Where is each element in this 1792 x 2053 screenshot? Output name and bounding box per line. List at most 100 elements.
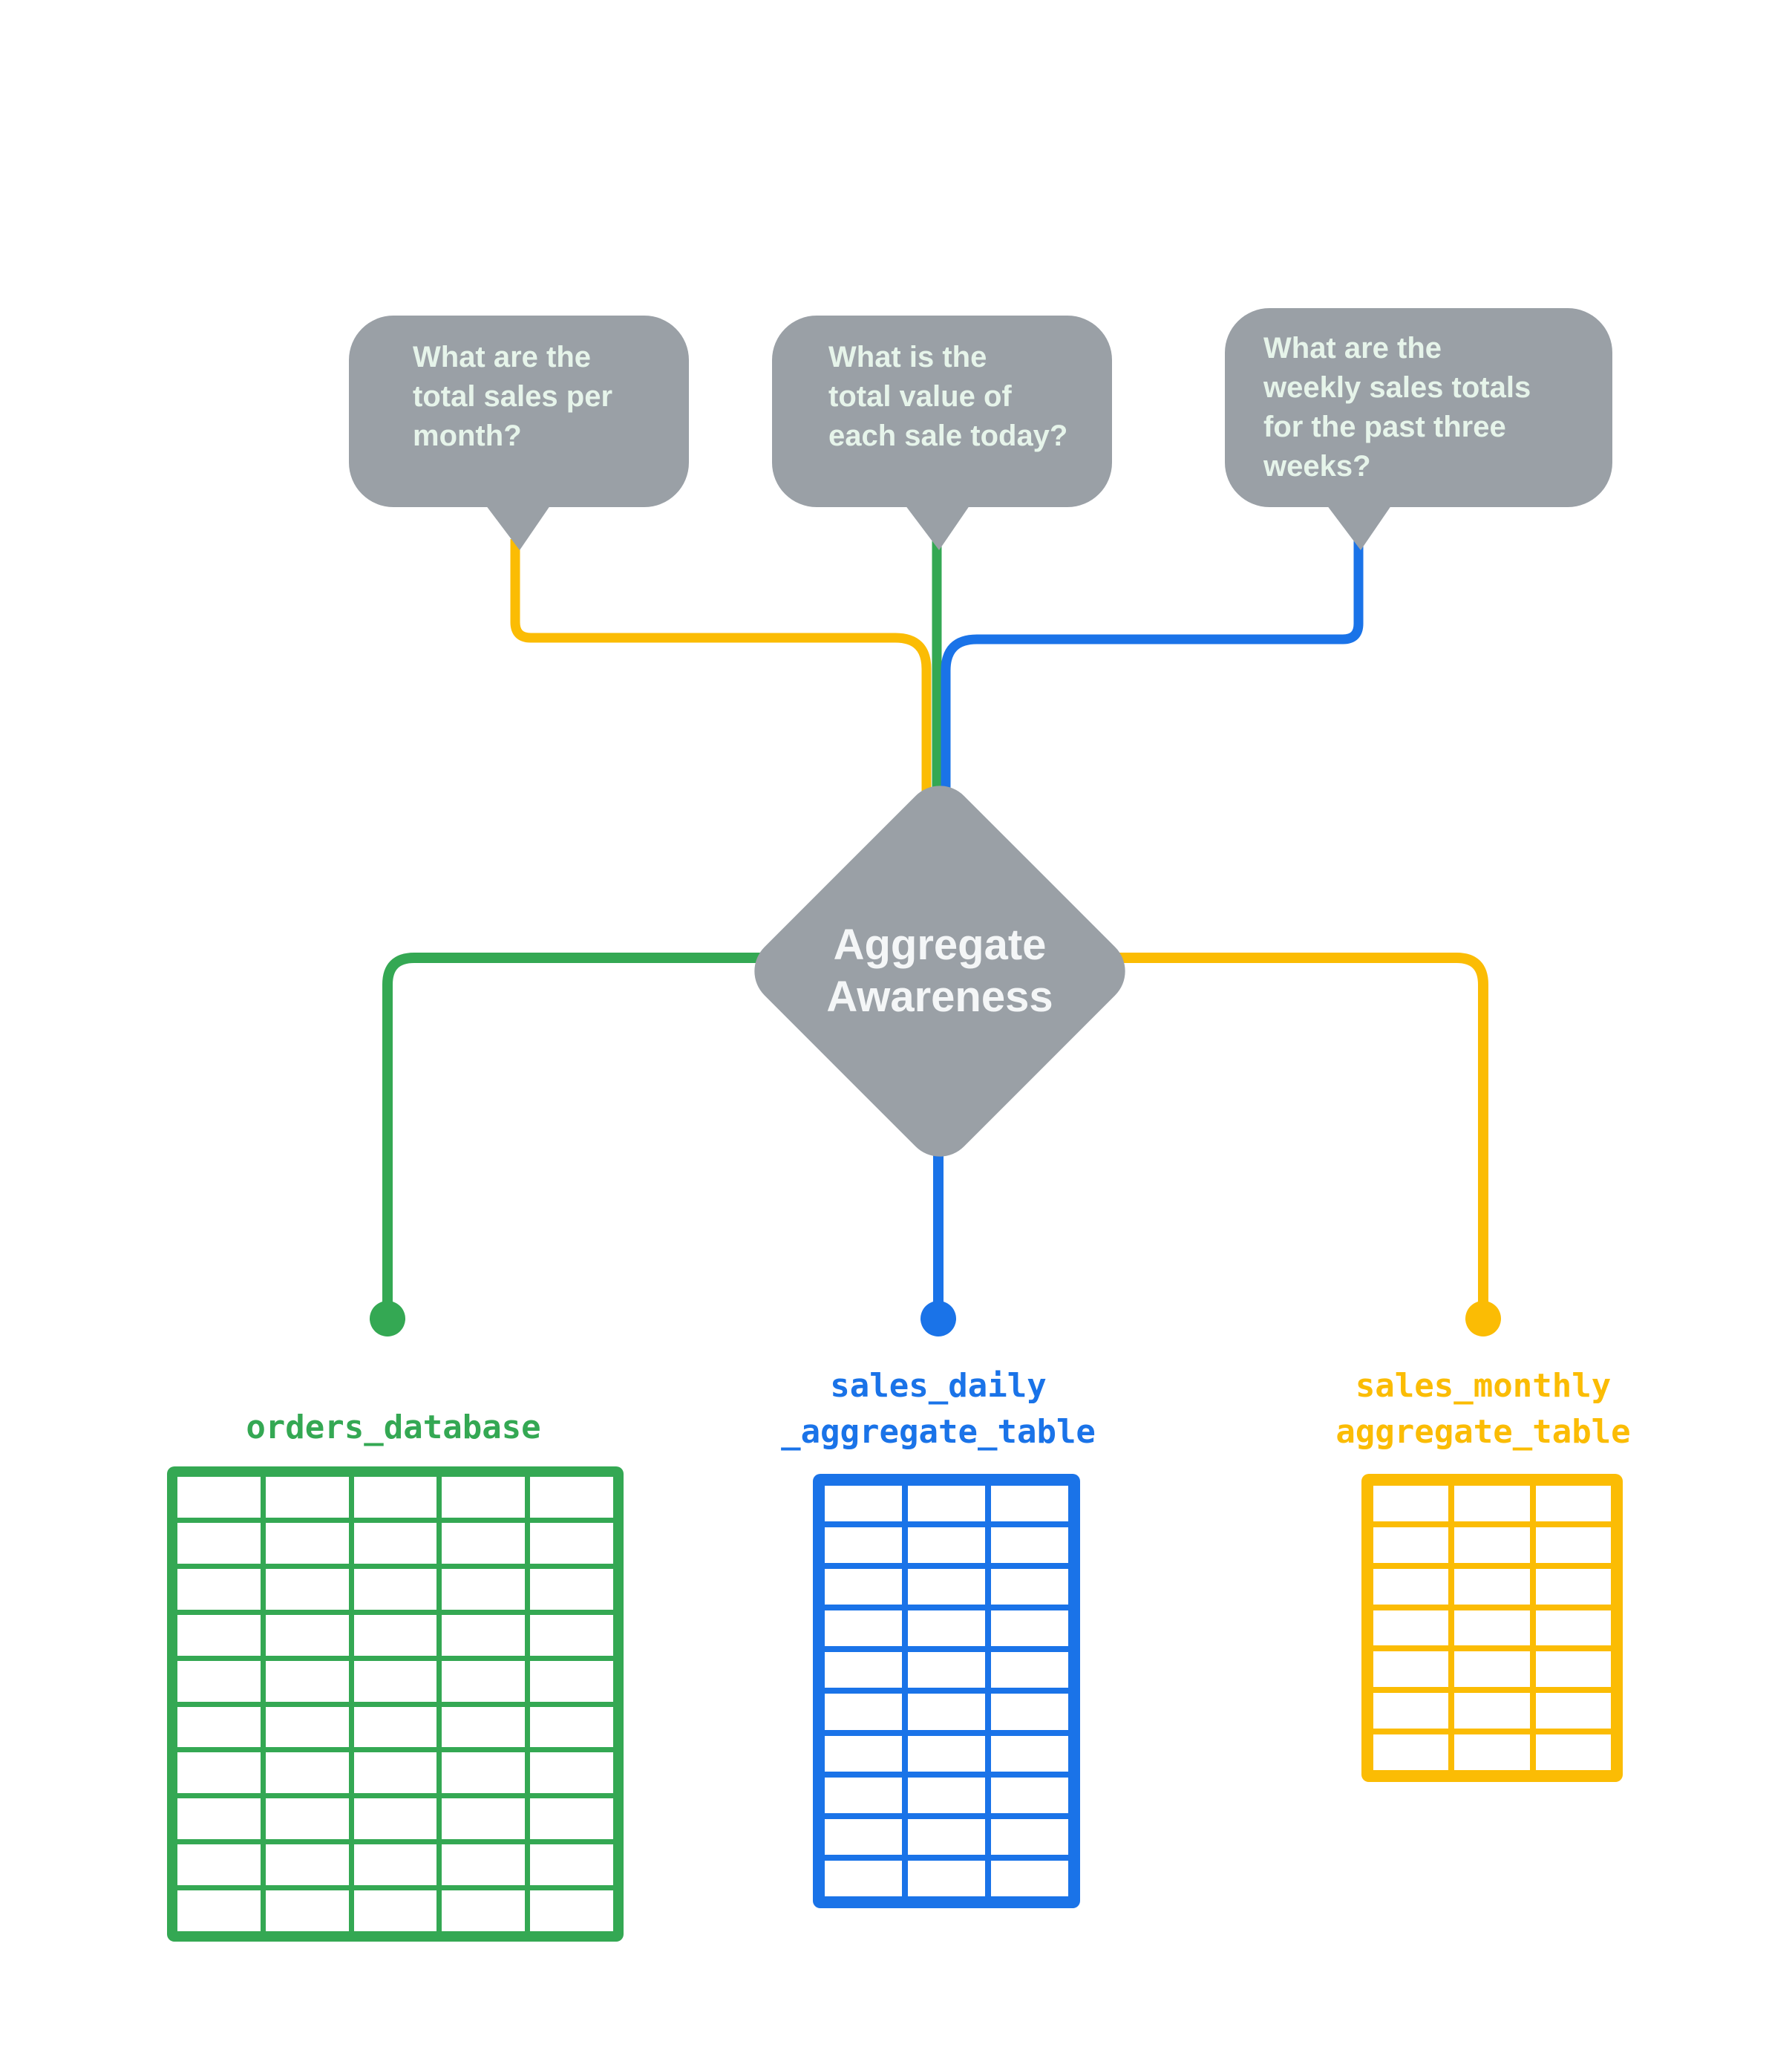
question-bubble-weekly-sales-totals: What are the weekly sales totals for the… <box>1225 308 1612 507</box>
question-bubble-total-sales-per-month: What are the total sales per month? <box>349 316 689 507</box>
table-cell <box>353 1844 437 1886</box>
table-cell <box>825 1818 902 1855</box>
table-cell <box>1535 1651 1611 1688</box>
table-cell <box>442 1477 526 1518</box>
aggregate-awareness-label: Aggregate Awareness <box>826 921 1053 1021</box>
table-cell <box>442 1706 526 1748</box>
connector-diamond-to-sales-monthly <box>1085 953 1488 1304</box>
table-cell <box>1454 1693 1530 1729</box>
table-cell <box>908 1486 985 1522</box>
table-cell <box>442 1844 526 1886</box>
table-cell <box>265 1614 349 1656</box>
table-cell <box>177 1706 261 1748</box>
table-cell <box>353 1752 437 1794</box>
table-cell <box>991 1569 1068 1605</box>
table-cell <box>908 1652 985 1688</box>
table-cell <box>353 1477 437 1518</box>
table-cell <box>1373 1568 1449 1605</box>
table-cell <box>908 1818 985 1855</box>
table-cell <box>530 1890 613 1931</box>
table-cell <box>353 1522 437 1564</box>
table-cell <box>442 1614 526 1656</box>
table-cell <box>1373 1651 1449 1688</box>
table-cell <box>991 1527 1068 1564</box>
connector-diamond-to-orders-database <box>382 953 794 1304</box>
table-cell <box>1454 1527 1530 1563</box>
table-cell <box>1373 1734 1449 1770</box>
table-cell <box>530 1522 613 1564</box>
table-cell <box>1373 1693 1449 1729</box>
table-cell <box>1454 1486 1530 1521</box>
table-cell <box>265 1890 349 1931</box>
table-cell <box>908 1527 985 1564</box>
table-cell <box>530 1706 613 1748</box>
table-cell <box>908 1735 985 1772</box>
table-cell <box>442 1568 526 1610</box>
table-cell <box>908 1860 985 1896</box>
bubble2-tail <box>898 496 976 550</box>
table-cell <box>991 1818 1068 1855</box>
table-cell <box>353 1706 437 1748</box>
table-cell <box>353 1660 437 1702</box>
table-cell <box>353 1890 437 1931</box>
sales-daily-aggregate-table <box>813 1474 1080 1908</box>
table-cell <box>991 1486 1068 1522</box>
table-cell <box>265 1844 349 1886</box>
table-cell <box>1535 1693 1611 1729</box>
table-cell <box>1373 1527 1449 1563</box>
table-cell <box>177 1660 261 1702</box>
aggregate-awareness-diamond: Aggregate Awareness <box>740 771 1139 1171</box>
table-cell <box>1535 1527 1611 1563</box>
table-cell <box>177 1614 261 1656</box>
table-cell <box>265 1477 349 1518</box>
table-cell <box>177 1477 261 1518</box>
table-cell <box>825 1569 902 1605</box>
table-cell <box>177 1568 261 1610</box>
table-cell <box>991 1777 1068 1813</box>
table-cell <box>991 1860 1068 1896</box>
connector-question1-to-diamond <box>510 539 932 794</box>
table-cell <box>530 1660 613 1702</box>
orders-database-label: orders_database <box>246 1409 541 1446</box>
table-cell <box>177 1752 261 1794</box>
table-cell <box>265 1568 349 1610</box>
table-cell <box>825 1610 902 1647</box>
table-cell <box>825 1527 902 1564</box>
table-cell <box>353 1798 437 1840</box>
endpoint-dot-sales-monthly <box>1465 1301 1501 1336</box>
table-cell <box>353 1568 437 1610</box>
table-cell <box>825 1735 902 1772</box>
table-cell <box>825 1777 902 1813</box>
table-cell <box>530 1477 613 1518</box>
table-cell <box>908 1610 985 1647</box>
endpoint-dot-orders-database <box>370 1301 405 1336</box>
table-cell <box>530 1798 613 1840</box>
bubble3-tail <box>1320 496 1398 550</box>
connector-question3-to-diamond <box>941 539 1364 794</box>
table-cell <box>825 1486 902 1522</box>
table-cell <box>442 1752 526 1794</box>
table-cell <box>265 1798 349 1840</box>
table-cell <box>442 1660 526 1702</box>
sales-monthly-aggregate-table-label: sales_monthly aggregate_table <box>1335 1367 1631 1451</box>
table-cell <box>1535 1568 1611 1605</box>
table-cell <box>1373 1486 1449 1521</box>
table-cell <box>908 1694 985 1730</box>
table-cell <box>1535 1610 1611 1646</box>
table-cell <box>1535 1486 1611 1521</box>
question-bubble-total-value-each-sale: What is the total value of each sale tod… <box>772 316 1112 507</box>
table-cell <box>991 1694 1068 1730</box>
table-cell <box>265 1660 349 1702</box>
table-cell <box>1454 1568 1530 1605</box>
table-cell <box>908 1569 985 1605</box>
table-cell <box>530 1752 613 1794</box>
table-cell <box>1535 1734 1611 1770</box>
endpoint-dot-sales-daily <box>920 1301 956 1336</box>
table-cell <box>265 1522 349 1564</box>
table-cell <box>825 1694 902 1730</box>
orders-database-table <box>167 1466 624 1942</box>
table-cell <box>991 1652 1068 1688</box>
table-cell <box>991 1735 1068 1772</box>
table-cell <box>825 1860 902 1896</box>
